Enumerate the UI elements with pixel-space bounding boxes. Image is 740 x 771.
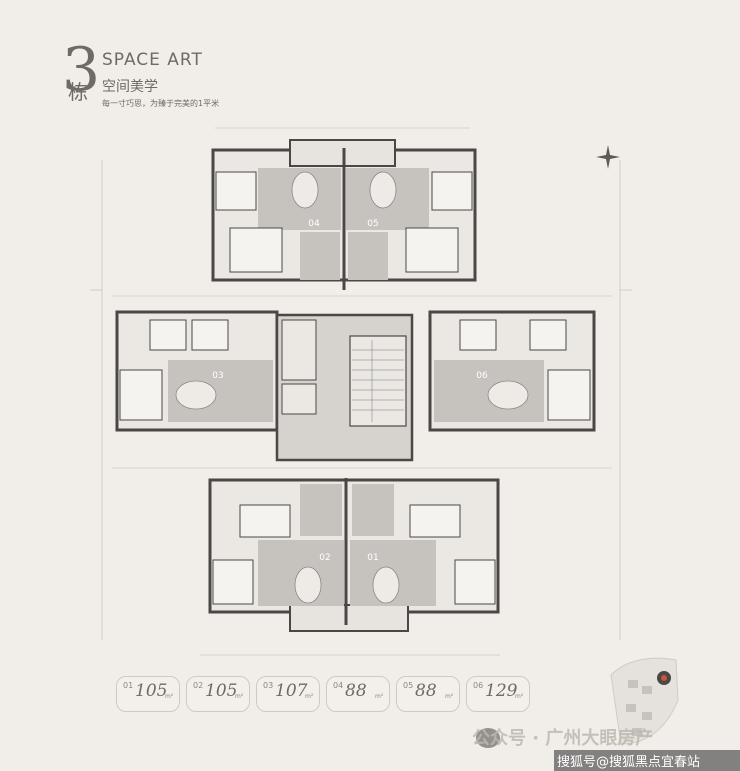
legend-unit: 06	[473, 681, 484, 690]
unit-label: 04	[308, 219, 320, 229]
building-number: 3	[62, 35, 101, 105]
floor-plan: 04 05 03 06 02 01	[90, 127, 632, 656]
unit-label: 03	[212, 371, 223, 381]
compass-icon	[596, 145, 620, 169]
legend-unit: 05	[403, 681, 414, 690]
legend-unit: 01	[123, 681, 134, 690]
bottom-wing	[208, 478, 500, 632]
middle-wing	[115, 310, 596, 462]
watermark: 公众号 · 广州大眼房产	[472, 728, 654, 749]
wechat-icon	[476, 728, 500, 748]
title-cn: 空间美学	[102, 79, 158, 95]
top-wing	[211, 139, 477, 290]
legend-suffix: m²	[235, 693, 244, 700]
site-plan-icon	[610, 657, 679, 745]
building-char: 栋	[68, 80, 88, 104]
legend-area: 105	[135, 681, 168, 701]
footer-credit: 搜狐号@搜狐黑点宜春站	[554, 750, 740, 771]
legend-unit: 04	[333, 681, 344, 690]
legend-suffix: m²	[375, 693, 384, 700]
unit-area-legend: 01 105 m² 02 105 m² 03 107 m² 04 88 m² 0…	[116, 676, 616, 712]
unit-label: 05	[367, 219, 378, 229]
legend-area: 88	[415, 681, 437, 701]
legend-pill: 06 129 m²	[466, 676, 530, 712]
legend-pill: 02 105 m²	[186, 676, 250, 712]
legend-area: 129	[485, 681, 518, 701]
tagline: 每一寸巧思，为臻于完美的1平米	[102, 99, 220, 108]
legend-suffix: m²	[165, 693, 174, 700]
dimension-lines	[90, 127, 632, 656]
legend-area: 105	[205, 681, 238, 701]
legend-area: 88	[345, 681, 367, 701]
legend-pill: 01 105 m²	[116, 676, 180, 712]
legend-pill: 03 107 m²	[256, 676, 320, 712]
title-en: SPACE ART	[102, 50, 203, 70]
legend-suffix: m²	[445, 693, 454, 700]
legend-suffix: m²	[515, 693, 524, 700]
legend-pill: 05 88 m²	[396, 676, 460, 712]
legend-pill: 04 88 m²	[326, 676, 390, 712]
unit-label: 02	[319, 553, 330, 563]
page-header: 3 栋 SPACE ART 空间美学 每一寸巧思，为臻于完美的1平米	[62, 40, 322, 120]
legend-suffix: m²	[305, 693, 314, 700]
unit-label: 06	[476, 371, 488, 381]
legend-unit: 02	[193, 681, 204, 690]
legend-unit: 03	[263, 681, 274, 690]
legend-area: 107	[275, 681, 308, 701]
unit-label: 01	[367, 553, 378, 563]
